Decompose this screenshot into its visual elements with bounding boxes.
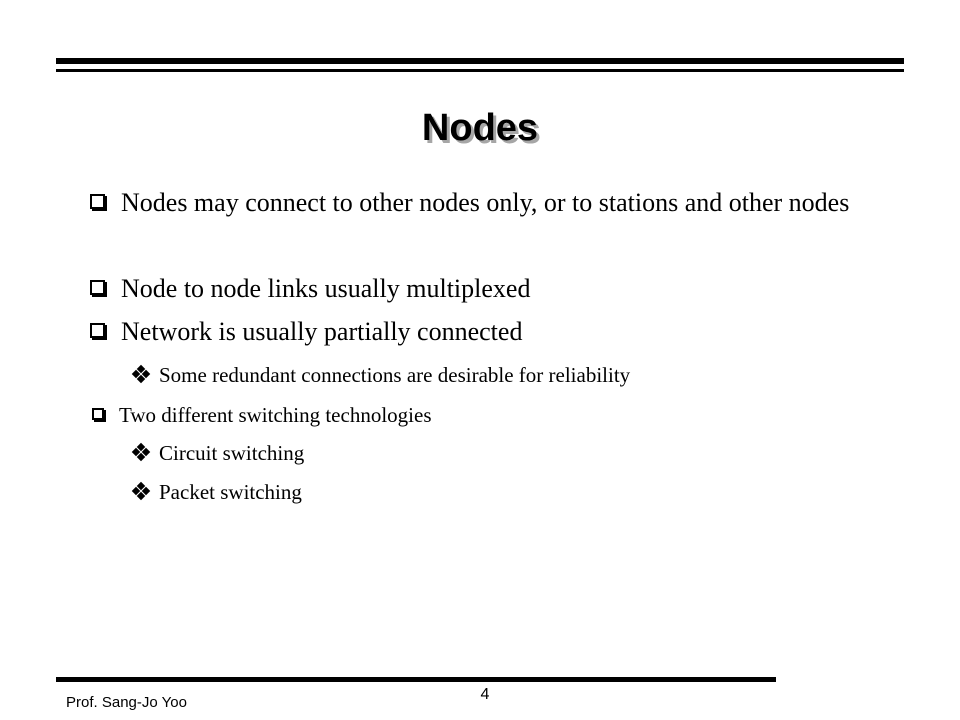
top-rule-thin: [56, 69, 904, 72]
diamond-bullet-icon: [131, 442, 151, 462]
bottom-rule: [56, 677, 776, 682]
page-number: 4: [480, 686, 490, 703]
slide-title: Nodes: [421, 107, 539, 149]
square-bullet-icon: [90, 323, 105, 338]
bullet-text: Nodes may connect to other nodes only, o…: [121, 188, 850, 217]
sub-bullet-item: Some redundant connections are desirable…: [131, 362, 631, 388]
sub-bullet-text: Circuit switching: [159, 441, 305, 465]
square-bullet-icon: [90, 194, 105, 209]
bullet-item: Two different switching technologies: [92, 402, 432, 428]
bullet-item: Network is usually partially connected: [90, 315, 901, 348]
square-bullet-icon: [92, 408, 104, 420]
bullet-text: Two different switching technologies: [119, 403, 432, 427]
sub-bullet-item: Packet switching: [131, 479, 302, 505]
bullet-text: Node to node links usually multiplexed: [121, 274, 531, 303]
bullet-text: Network is usually partially connected: [121, 317, 523, 346]
sub-bullet-text: Packet switching: [159, 480, 302, 504]
sub-bullet-item: Circuit switching: [131, 440, 305, 466]
top-rule-thick: [56, 58, 904, 64]
sub-bullet-text: Some redundant connections are desirable…: [159, 363, 631, 387]
bullet-item: Nodes may connect to other nodes only, o…: [90, 186, 901, 219]
diamond-bullet-icon: [131, 481, 151, 501]
footer-author: Prof. Sang-Jo Yoo: [66, 694, 187, 711]
diamond-bullet-icon: [131, 364, 151, 384]
bullet-item: Node to node links usually multiplexed: [90, 272, 901, 305]
square-bullet-icon: [90, 280, 105, 295]
